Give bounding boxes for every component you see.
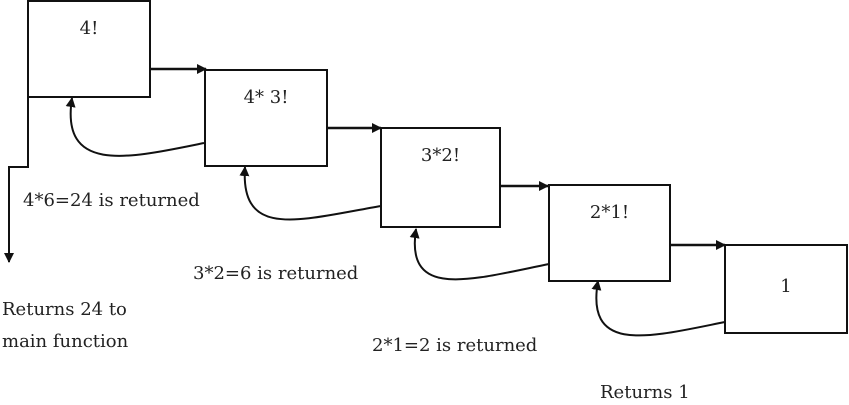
box-label: 1	[780, 276, 792, 297]
return-label-1: Returns 1	[600, 382, 690, 403]
box-label: 3*2!	[420, 145, 461, 166]
return-arrow-4	[591, 280, 726, 337]
box-4-factorial: 4!	[27, 0, 151, 98]
box-4-times-3-factorial: 4* 3!	[204, 69, 328, 167]
return-arrow-2	[239, 166, 382, 221]
box-label: 2*1!	[589, 202, 630, 223]
box-3-times-2-factorial: 3*2!	[380, 127, 501, 228]
box-label: 4!	[79, 18, 99, 39]
return-arrow-3	[409, 228, 550, 281]
final-return-line-1: Returns 24 to	[2, 299, 127, 320]
return-arrow-1	[65, 97, 205, 157]
return-label-6: 3*2=6 is returned	[193, 263, 359, 284]
return-label-24: 4*6=24 is returned	[23, 190, 200, 211]
box-label: 4* 3!	[243, 87, 289, 108]
box-1: 1	[724, 244, 848, 334]
final-return-line-2: main function	[2, 331, 129, 352]
return-label-2: 2*1=2 is returned	[372, 335, 538, 356]
return-to-main-arrow	[4, 97, 29, 263]
box-2-times-1-factorial: 2*1!	[548, 184, 671, 282]
